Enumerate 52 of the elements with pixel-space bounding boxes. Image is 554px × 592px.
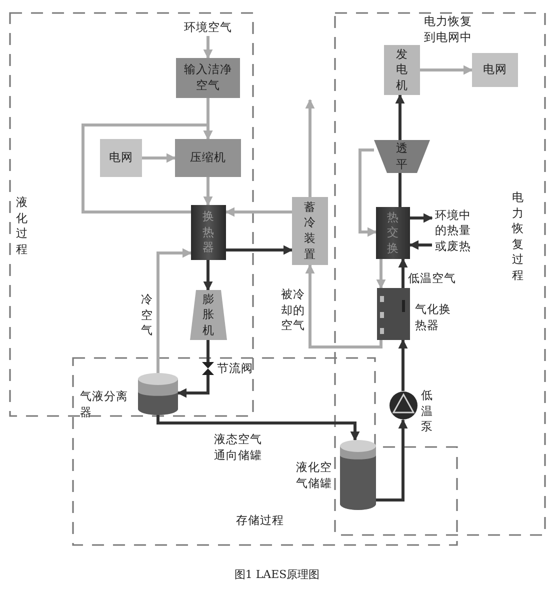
process-box: 输入洁净空气 <box>176 58 240 98</box>
arrow <box>203 36 213 59</box>
arrow <box>225 207 292 217</box>
edge-label: 冷空气 <box>141 292 154 339</box>
heat-exchanger-box <box>377 288 410 340</box>
arrow <box>177 375 210 398</box>
process-label: 液化过程 <box>16 195 29 258</box>
edge-label: 液态空气通向储罐 <box>214 432 263 464</box>
arrow <box>82 124 213 214</box>
tank-cylinder <box>138 373 178 415</box>
process-box: 电网 <box>472 53 518 87</box>
arrow <box>156 248 192 373</box>
arrow <box>398 339 408 391</box>
arrow <box>398 258 408 288</box>
edge-label: 被冷却的空气 <box>281 287 306 334</box>
process-box: 蓄冷装置 <box>292 197 328 265</box>
arrow <box>156 415 360 441</box>
process-box: 电网 <box>100 139 142 177</box>
arrow <box>410 213 433 223</box>
arrow <box>305 99 315 197</box>
tank-cylinder <box>340 440 376 510</box>
flow-label: 环境中的热量或废热 <box>432 208 474 254</box>
note-label: 电力恢复到电网中 <box>424 14 473 46</box>
component-label: 气液分离器 <box>80 389 129 420</box>
caption: 图1 LAES原理图 <box>233 568 321 583</box>
process-label: 电力恢复过程 <box>512 190 525 284</box>
arrow <box>420 65 473 75</box>
component-label: 节流阀 <box>217 361 254 377</box>
component-label: 气化换热器 <box>415 302 452 334</box>
process-box: 热交换 <box>376 207 410 259</box>
arrow <box>226 245 293 255</box>
edge-label: 低温空气 <box>408 271 457 287</box>
arrow <box>203 177 213 206</box>
process-box: 压缩机 <box>175 139 241 177</box>
arrow <box>395 94 405 140</box>
arrow <box>305 264 382 348</box>
component-label: 液化空气储罐 <box>296 460 333 492</box>
process-box: 换热器 <box>191 205 226 260</box>
arrow <box>376 419 408 502</box>
process-label: 存储过程 <box>236 513 285 529</box>
arrow <box>409 240 432 250</box>
expander-trapezoid: 膨胀机 <box>190 290 227 340</box>
arrow <box>203 260 213 291</box>
arrow <box>358 148 377 237</box>
arrow <box>142 153 176 163</box>
flow-label: 环境空气 <box>182 19 234 36</box>
component-label: 低温泵 <box>421 388 434 435</box>
process-box: 发电机 <box>384 45 420 95</box>
arrow <box>376 259 386 289</box>
turbine-trapezoid: 透平 <box>374 140 430 173</box>
valve-symbol <box>202 362 214 375</box>
pump-symbol <box>389 391 418 420</box>
